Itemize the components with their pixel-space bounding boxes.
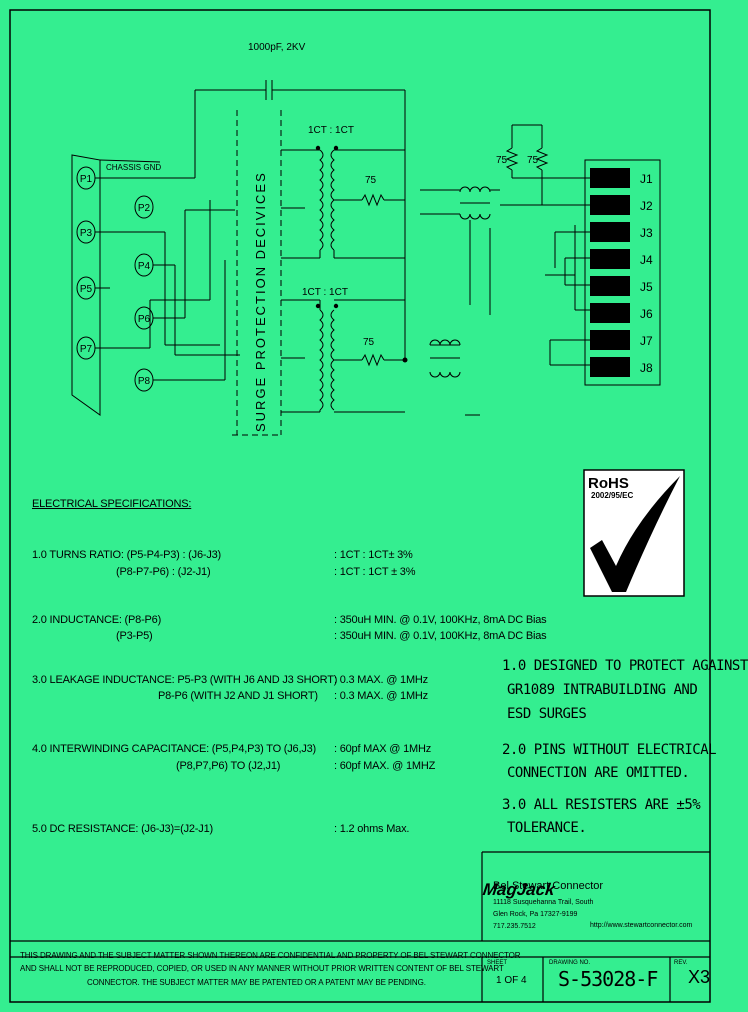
res-bottom-label: 75 (363, 337, 375, 348)
jack-label: J2 (640, 199, 653, 213)
note-line: ESD SURGES (507, 706, 587, 722)
note-line: 2.0 PINS WITHOUT ELECTRICAL (502, 742, 717, 758)
page-border (9, 9, 711, 1003)
transformer-top-primary (319, 149, 324, 251)
drawing-number: S-53028-F (558, 967, 658, 991)
spec-value: : 60pf MAX @ 1MHz (334, 743, 432, 755)
magjack-logo: MagJack (482, 880, 558, 899)
jack-label: J1 (640, 172, 653, 186)
choke-bottom-upper (429, 339, 461, 346)
disclaimer-line: CONNECTOR. THE SUBJECT MATTER MAY BE PAT… (87, 978, 426, 987)
spec-label: P8-P6 (WITH J2 AND J1 SHORT) (158, 690, 318, 702)
pin-label: P7 (80, 344, 93, 355)
resistor-b (535, 147, 549, 171)
choke-top-upper (459, 186, 491, 193)
chassis-label: CHASSIS GND (106, 163, 161, 172)
pin-p2 (134, 195, 154, 219)
pin-label: P4 (138, 261, 151, 272)
company-phone: 717.235.7512 (493, 923, 536, 930)
spec-value: : 1CT : 1CT ± 3% (334, 566, 416, 578)
drawing-label: DRAWING NO. (549, 960, 591, 966)
rohs-title: RoHS (588, 475, 629, 492)
spec-label: 3.0 LEAKAGE INDUCTANCE: P5-P3 (WITH J6 A… (32, 674, 338, 686)
ct-bottom-label: 1CT : 1CT (302, 287, 348, 298)
checkmark-icon (590, 476, 680, 592)
rev-value: X3 (688, 967, 711, 987)
company-name: Bel Stewart Connector (493, 880, 604, 892)
resistor-bottom (361, 353, 385, 367)
jack-label: J8 (640, 361, 653, 375)
jack-label: J6 (640, 307, 653, 321)
spec-value: : 0.3 MAX. @ 1MHz (334, 690, 428, 702)
spec-label: 1.0 TURNS RATIO: (P5-P4-P3) : (J6-J3) (32, 549, 222, 561)
company-address: Glen Rock, Pa 17327-9199 (493, 911, 578, 918)
rev-label: REV. (674, 960, 688, 966)
note-line: 3.0 ALL RESISTERS ARE ±5% (502, 797, 701, 813)
jack-label: J4 (640, 253, 653, 267)
jack-label: J7 (640, 334, 653, 348)
spec-value: : 350uH MIN. @ 0.1V, 100KHz, 8mA DC Bias (334, 614, 547, 626)
specs-heading: ELECTRICAL SPECIFICATIONS: (32, 498, 192, 510)
jack-block (584, 159, 661, 386)
res-a-label: 75 (496, 155, 508, 166)
disclaimer-line: THIS DRAWING AND THE SUBJECT MATTER SHOW… (20, 951, 521, 960)
spec-label: (P8-P7-P6) : (J2-J1) (116, 566, 211, 578)
capacitor-label: 1000pF, 2KV (248, 42, 306, 53)
spec-label: 2.0 INDUCTANCE: (P8-P6) (32, 614, 162, 626)
jack-terminals (590, 168, 630, 377)
transformer-bottom-primary (319, 309, 324, 411)
spec-value: : 60pf MAX. @ 1MHZ (334, 760, 436, 772)
rohs-sub: 2002/95/EC (591, 491, 633, 500)
res-top-label: 75 (365, 175, 377, 186)
company-url: http://www.stewartconnector.com (590, 922, 693, 929)
sheet-value: 1 OF 4 (496, 975, 527, 986)
spec-value: : 1CT : 1CT± 3% (334, 549, 413, 561)
company-address: 11118 Susquehanna Trail, South (493, 899, 594, 906)
spec-value: : 0.3 MAX. @ 1MHz (334, 674, 428, 686)
spec-value: : 350uH MIN. @ 0.1V, 100KHz, 8mA DC Bias (334, 630, 547, 642)
pin-label: P5 (80, 284, 93, 295)
schematic-drawing: 1000pF, 2KV CHASSIS GND 1CT : 1CT 1CT : … (9, 9, 711, 1003)
spec-label: (P3-P5) (116, 630, 153, 642)
resistor-top (361, 193, 385, 207)
spec-label: (P8,P7,P6) TO (J2,J1) (176, 760, 281, 772)
spec-value: : 1.2 ohms Max. (334, 823, 410, 835)
resistor-a (505, 147, 519, 171)
surge-label: SURGE PROTECTION DECIVICES (253, 171, 268, 432)
pin-label: P3 (80, 228, 93, 239)
connector-outline (71, 154, 101, 416)
spec-label: 5.0 DC RESISTANCE: (J6-J3)=(J2-J1) (32, 823, 213, 835)
note-line: GR1089 INTRABUILDING AND (507, 682, 698, 698)
note-line: 1.0 DESIGNED TO PROTECT AGAINST (502, 658, 748, 674)
pin-label: P2 (138, 203, 151, 214)
pin-label: P1 (80, 174, 93, 185)
jack-label: J3 (640, 226, 653, 240)
note-line: CONNECTION ARE OMITTED. (507, 765, 690, 781)
res-b-label: 75 (527, 155, 539, 166)
note-line: TOLERANCE. (507, 820, 587, 836)
spec-label: 4.0 INTERWINDING CAPACITANCE: (P5,P4,P3)… (32, 743, 317, 755)
sheet-label: SHEET (487, 960, 508, 966)
ct-top-label: 1CT : 1CT (308, 125, 354, 136)
jack-label: J5 (640, 280, 653, 294)
rohs-badge: RoHS 2002/95/EC (583, 469, 685, 597)
pin-label: P6 (138, 314, 151, 325)
disclaimer-line: AND SHALL NOT BE REPRODUCED, COPIED, OR … (20, 964, 504, 973)
logo-text: MagJack (482, 880, 558, 899)
pin-label: P8 (138, 376, 151, 387)
